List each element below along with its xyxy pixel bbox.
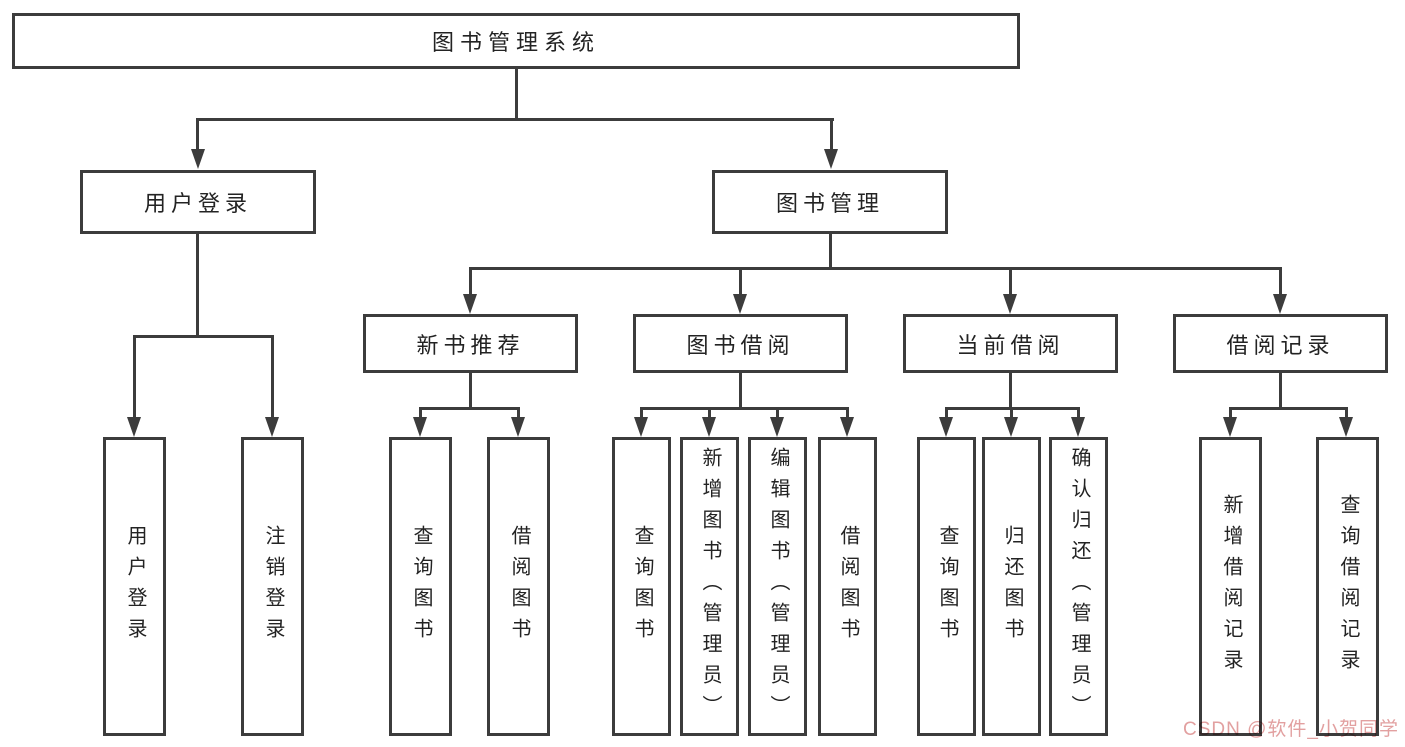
connector-userlogin-rail <box>133 335 274 338</box>
leaf-edit-book-admin: 编辑图书（管理员） <box>748 437 807 736</box>
connector-userlogin-stub <box>196 232 199 337</box>
connector-drop <box>133 335 136 419</box>
arrowhead <box>634 417 648 437</box>
leaf-label: 借阅图书 <box>508 524 530 649</box>
connector-stub <box>1009 371 1012 410</box>
arrowhead <box>463 294 477 314</box>
node-label: 图书管理 <box>775 191 884 216</box>
leaf-confirm-return-admin: 确认归还（管理员） <box>1049 437 1108 736</box>
leaf-query-book-current: 查询图书 <box>917 437 976 736</box>
leaf-label: 归还图书 <box>1001 524 1023 649</box>
connector-group-rail <box>1229 407 1348 410</box>
leaf-user-login: 用户登录 <box>103 437 166 736</box>
leaf-logout: 注销登录 <box>241 437 304 736</box>
connector-l1-rail <box>196 118 834 121</box>
leaf-label: 查询图书 <box>936 524 958 649</box>
leaf-add-book-admin: 新增图书（管理员） <box>680 437 739 736</box>
node-book-management: 图书管理 <box>712 170 948 234</box>
arrowhead <box>413 417 427 437</box>
node-book-borrow: 图书借阅 <box>633 314 848 373</box>
connector-drop <box>846 407 849 419</box>
connector-drop <box>830 118 833 151</box>
connector-stub <box>1279 371 1282 410</box>
connector-drop <box>517 407 520 419</box>
arrowhead <box>840 417 854 437</box>
arrowhead <box>939 417 953 437</box>
leaf-query-borrow-record: 查询借阅记录 <box>1316 437 1379 736</box>
connector-drop <box>1010 407 1013 419</box>
leaf-label: 用户登录 <box>124 524 146 649</box>
connector-root-stub <box>515 68 518 120</box>
connector-drop <box>469 267 472 295</box>
connector-drop <box>1229 407 1232 419</box>
connector-bookmgmt-stub <box>829 232 832 270</box>
node-label: 图书借阅 <box>686 332 795 358</box>
leaf-query-book-borrow: 查询图书 <box>612 437 671 736</box>
node-borrow-records: 借阅记录 <box>1173 314 1388 373</box>
arrowhead <box>511 417 525 437</box>
leaf-return-book: 归还图书 <box>982 437 1041 736</box>
connector-drop <box>419 407 422 419</box>
node-root-library-system: 图书管理系统 <box>12 13 1020 69</box>
node-current-borrow: 当前借阅 <box>903 314 1118 373</box>
arrowhead <box>824 149 838 169</box>
arrowhead <box>1004 417 1018 437</box>
leaf-label: 查询图书 <box>410 524 432 649</box>
arrowhead <box>1071 417 1085 437</box>
connector-drop <box>640 407 643 419</box>
leaf-label: 查询借阅记录 <box>1337 493 1359 680</box>
connector-drop <box>1077 407 1080 419</box>
connector-drop <box>776 407 779 419</box>
leaf-label: 查询图书 <box>631 524 653 649</box>
connector-drop <box>945 407 948 419</box>
leaf-label: 借阅图书 <box>837 524 859 649</box>
leaf-borrow-book-recommend: 借阅图书 <box>487 437 550 736</box>
connector-l2-rail <box>469 267 1282 270</box>
csdn-watermark: CSDN @软件_小贺同学 <box>1183 719 1399 740</box>
connector-drop <box>196 118 199 151</box>
connector-drop <box>1279 267 1282 295</box>
arrowhead <box>733 294 747 314</box>
node-label: 图书管理系统 <box>431 30 600 55</box>
node-label: 当前借阅 <box>956 332 1065 358</box>
node-label: 借阅记录 <box>1226 332 1335 358</box>
node-label: 新书推荐 <box>416 332 525 358</box>
connector-drop <box>1009 267 1012 295</box>
connector-group-rail <box>640 407 848 410</box>
connector-drop <box>271 335 274 419</box>
leaf-label: 新增借阅记录 <box>1220 493 1242 680</box>
connector-stub <box>469 371 472 410</box>
arrowhead <box>702 417 716 437</box>
leaf-label: 注销登录 <box>262 524 284 649</box>
connector-drop <box>1345 407 1348 419</box>
leaf-query-book-recommend: 查询图书 <box>389 437 452 736</box>
arrowhead <box>770 417 784 437</box>
arrowhead <box>191 149 205 169</box>
leaf-label: 编辑图书（管理员） <box>767 447 789 726</box>
leaf-add-borrow-record: 新增借阅记录 <box>1199 437 1262 736</box>
connector-drop <box>739 267 742 295</box>
arrowhead <box>1003 294 1017 314</box>
arrowhead <box>127 417 141 437</box>
leaf-label: 新增图书（管理员） <box>699 447 721 726</box>
arrowhead <box>1223 417 1237 437</box>
connector-group-rail <box>419 407 520 410</box>
node-new-book-recommend: 新书推荐 <box>363 314 578 373</box>
leaf-label: 确认归还（管理员） <box>1068 447 1090 726</box>
connector-stub <box>739 371 742 410</box>
leaf-borrow-book: 借阅图书 <box>818 437 877 736</box>
node-user-login: 用户登录 <box>80 170 316 234</box>
arrowhead <box>1339 417 1353 437</box>
arrowhead <box>1273 294 1287 314</box>
arrowhead <box>265 417 279 437</box>
node-label: 用户登录 <box>143 191 252 216</box>
connector-drop <box>708 407 711 419</box>
